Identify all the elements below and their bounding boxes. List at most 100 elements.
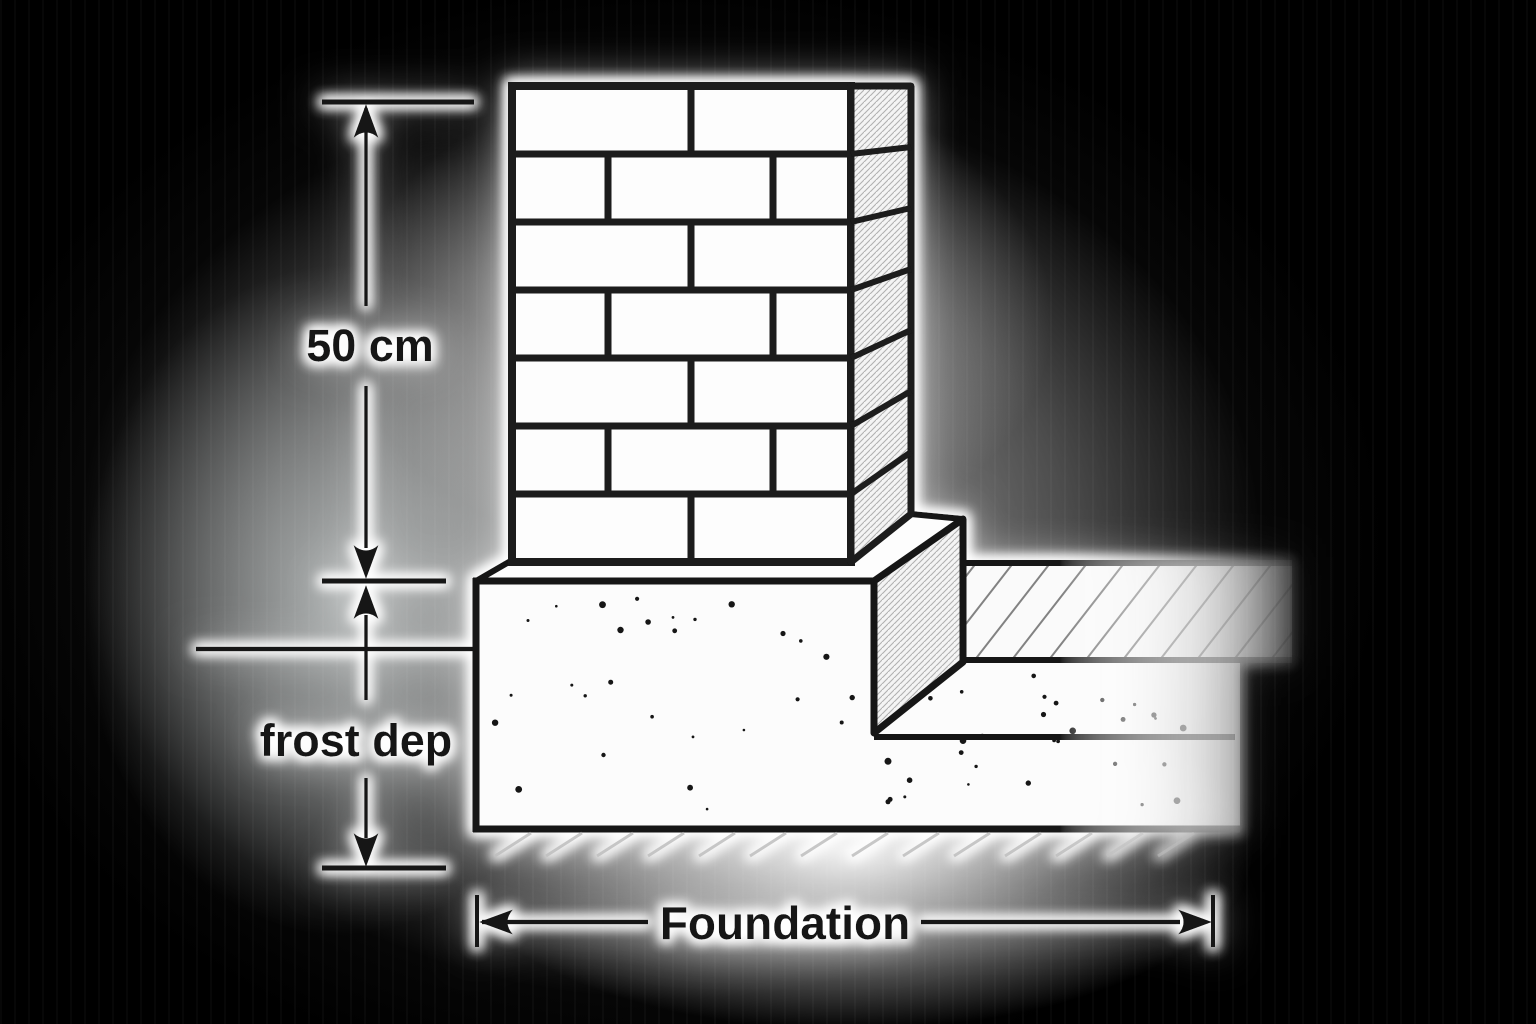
stipple-dot xyxy=(742,728,746,732)
concrete-stipple-dots xyxy=(491,596,1187,811)
wall-height-label: 50 cm xyxy=(306,320,434,371)
stipple-dot xyxy=(958,750,964,755)
decor-line xyxy=(1004,831,1042,858)
stipple-dot xyxy=(1053,700,1059,706)
stipple-dot xyxy=(1052,738,1056,743)
stipple-dot xyxy=(599,601,606,609)
decor-line xyxy=(1197,564,1273,658)
arrow-down-icon xyxy=(353,545,379,579)
arrow-down-icon xyxy=(353,833,379,867)
stipple-dot xyxy=(799,639,803,643)
decor-line xyxy=(975,564,1051,658)
decor-line xyxy=(596,831,634,858)
stipple-dot xyxy=(1162,762,1167,767)
stipple-dot xyxy=(705,807,709,811)
foundation-width-label: Foundation xyxy=(660,897,910,949)
decor-line xyxy=(1160,564,1236,658)
brick-side-joints xyxy=(849,144,913,497)
stipple-dot xyxy=(967,783,970,786)
brick-wall xyxy=(508,82,915,566)
brick-mortar-joints xyxy=(512,86,851,562)
decor-line xyxy=(1106,831,1144,858)
foundation-front-face xyxy=(476,581,1240,829)
stipple-dot xyxy=(839,720,844,725)
decor-line xyxy=(849,327,913,361)
stipple-dot xyxy=(1056,739,1060,744)
decor-line xyxy=(1049,564,1125,658)
stipple-dot xyxy=(687,784,693,791)
decor-line xyxy=(953,831,991,858)
foundation-side-face xyxy=(870,515,967,737)
stipple-dot xyxy=(515,786,523,793)
stipple-dot xyxy=(1179,724,1187,732)
decor-line xyxy=(1055,831,1093,858)
stipple-dot xyxy=(570,683,574,687)
subsoil-ticks xyxy=(494,831,1195,858)
decor-line xyxy=(850,205,912,225)
stipple-dot xyxy=(1151,712,1157,718)
decor-line xyxy=(902,831,940,858)
decor-line xyxy=(851,831,889,858)
dim-frost-depth: frost dep xyxy=(196,585,474,871)
decor-line xyxy=(545,831,583,858)
stipple-dot xyxy=(617,626,624,634)
right-section xyxy=(473,560,1292,858)
stipple-dot xyxy=(1113,761,1118,767)
stipple-dot xyxy=(671,616,675,619)
stipple-dot xyxy=(1042,694,1047,699)
stipple-dot xyxy=(526,619,530,622)
stipple-dot xyxy=(823,653,830,660)
decor-line xyxy=(850,144,912,157)
decor-line xyxy=(698,831,736,858)
stipple-dot xyxy=(1069,727,1076,735)
stipple-dot xyxy=(780,630,786,637)
dim-foundation-width: Foundation xyxy=(475,895,1215,949)
stipple-dot xyxy=(1025,780,1032,786)
stipple-dot xyxy=(906,777,913,783)
decor-line xyxy=(849,449,913,497)
stipple-dot xyxy=(1040,711,1047,718)
stipple-dot xyxy=(645,619,651,625)
decor-line xyxy=(1234,583,1292,658)
stipple-dot xyxy=(635,596,640,601)
stipple-dot xyxy=(1133,702,1137,707)
stipple-dot xyxy=(650,714,654,719)
decor-line xyxy=(849,388,913,429)
stipple-dot xyxy=(974,764,978,769)
stipple-dot xyxy=(693,617,697,622)
decor-line xyxy=(647,831,685,858)
decor-line xyxy=(1012,564,1088,658)
stipple-dot xyxy=(509,693,513,697)
decor-line xyxy=(1086,564,1162,658)
frost-depth-label: frost dep xyxy=(260,715,453,766)
stipple-dot xyxy=(608,679,614,685)
arrow-up-icon xyxy=(353,585,379,619)
stipple-dot xyxy=(1120,717,1126,722)
stipple-dot xyxy=(903,795,907,799)
stipple-dot xyxy=(884,757,892,765)
dim-wall-height: 50 cm xyxy=(306,99,474,584)
arrow-right-icon xyxy=(1178,909,1212,935)
decor-line xyxy=(494,831,532,858)
decor-line xyxy=(749,831,787,858)
decor-line xyxy=(963,564,1014,630)
decor-line xyxy=(1123,564,1199,658)
stipple-dot xyxy=(691,735,695,739)
stipple-dot xyxy=(980,733,985,738)
stipple-dot xyxy=(672,628,678,634)
stipple-dot xyxy=(601,752,606,758)
stipple-dot xyxy=(491,719,499,726)
stipple-dot xyxy=(1100,697,1105,703)
brick-front-face xyxy=(508,82,855,566)
stipple-dot xyxy=(1031,673,1036,679)
stipple-dot xyxy=(728,601,735,608)
brick-side-face xyxy=(847,82,915,566)
stipple-dot xyxy=(1140,803,1144,807)
decor-line xyxy=(1271,631,1292,658)
stipple-dot xyxy=(849,694,855,701)
decor-line xyxy=(850,266,912,293)
stipple-dot xyxy=(583,694,587,698)
decor-line xyxy=(800,831,838,858)
